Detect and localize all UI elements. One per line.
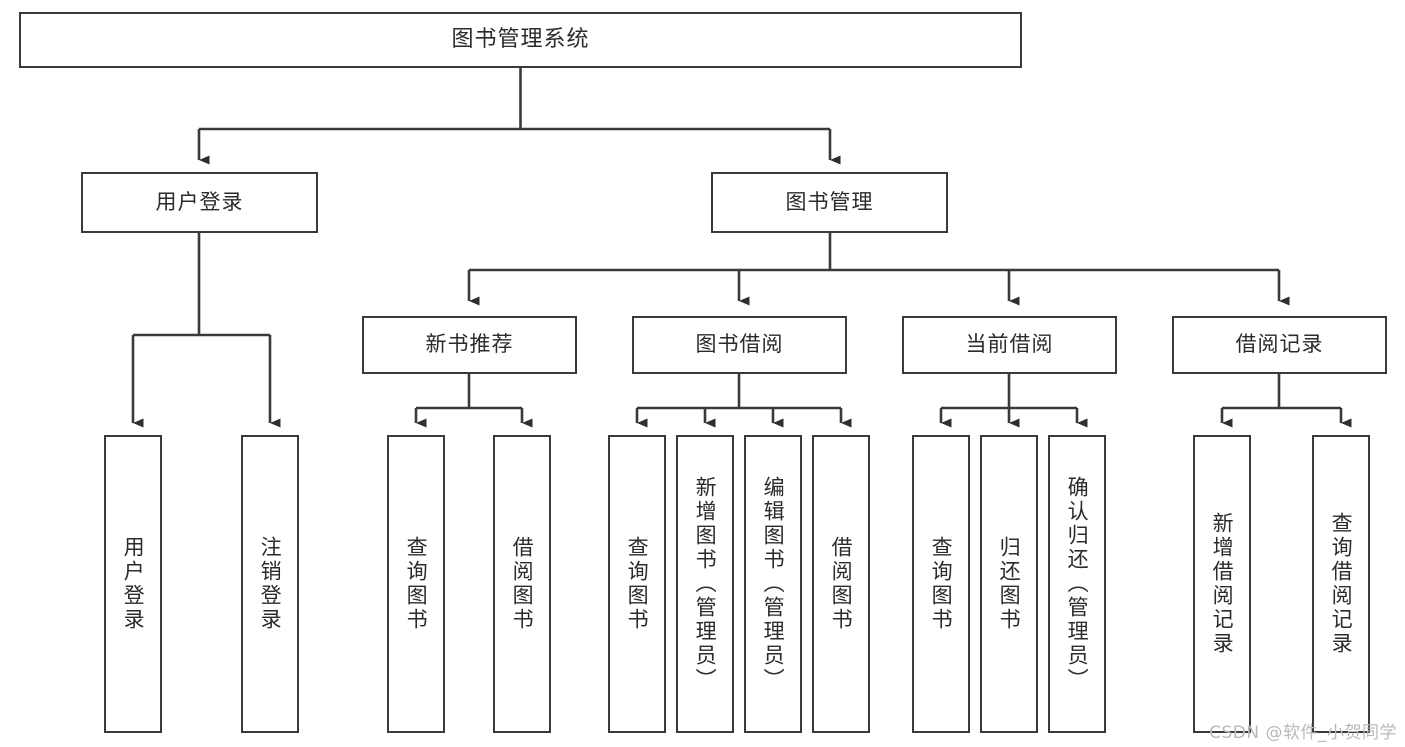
leaf-borrow-edit-book-admin[interactable]: 编辑图书（管理员） <box>744 435 802 733</box>
node-label: 借阅图书 <box>829 536 854 632</box>
node-book-borrow[interactable]: 图书借阅 <box>632 316 847 374</box>
node-current-borrow[interactable]: 当前借阅 <box>902 316 1117 374</box>
node-label: 图书借阅 <box>695 332 784 357</box>
leaf-record-query-record[interactable]: 查询借阅记录 <box>1312 435 1370 733</box>
node-new-book-recommend[interactable]: 新书推荐 <box>362 316 577 374</box>
leaf-record-add-record[interactable]: 新增借阅记录 <box>1193 435 1251 733</box>
node-label: 当前借阅 <box>965 332 1054 357</box>
node-label: 查询借阅记录 <box>1329 512 1354 656</box>
node-label: 新增图书（管理员） <box>693 476 718 692</box>
node-label: 用户登录 <box>155 189 244 214</box>
leaf-current-return-book[interactable]: 归还图书 <box>980 435 1038 733</box>
node-label: 查询图书 <box>929 536 954 632</box>
leaf-current-query-book[interactable]: 查询图书 <box>912 435 970 733</box>
node-label: 图书管理系统 <box>451 26 590 52</box>
leaf-current-confirm-return-admin[interactable]: 确认归还（管理员） <box>1048 435 1106 733</box>
leaf-user-login-signin[interactable]: 用户登录 <box>104 435 162 733</box>
node-label: 查询图书 <box>625 536 650 632</box>
node-label: 图书管理 <box>785 189 874 214</box>
node-label: 确认归还（管理员） <box>1065 476 1090 692</box>
node-label: 注销登录 <box>258 536 283 632</box>
leaf-borrow-borrow-book[interactable]: 借阅图书 <box>812 435 870 733</box>
leaf-user-login-signout[interactable]: 注销登录 <box>241 435 299 733</box>
csdn-watermark: CSDN @软件_小贺同学 <box>1209 723 1397 743</box>
leaf-borrow-query-book[interactable]: 查询图书 <box>608 435 666 733</box>
leaf-borrow-add-book-admin[interactable]: 新增图书（管理员） <box>676 435 734 733</box>
node-label: 归还图书 <box>997 536 1022 632</box>
node-label: 编辑图书（管理员） <box>761 476 786 692</box>
node-book-management[interactable]: 图书管理 <box>711 172 948 233</box>
node-borrow-record[interactable]: 借阅记录 <box>1172 316 1387 374</box>
node-label: 用户登录 <box>121 536 146 632</box>
node-label: 借阅记录 <box>1235 332 1324 357</box>
node-root-system[interactable]: 图书管理系统 <box>19 12 1022 68</box>
node-label: 借阅图书 <box>510 536 535 632</box>
node-label: 新增借阅记录 <box>1210 512 1235 656</box>
node-user-login[interactable]: 用户登录 <box>81 172 318 233</box>
node-label: 新书推荐 <box>425 332 514 357</box>
node-label: 查询图书 <box>404 536 429 632</box>
leaf-recommend-query-book[interactable]: 查询图书 <box>387 435 445 733</box>
leaf-recommend-borrow-book[interactable]: 借阅图书 <box>493 435 551 733</box>
